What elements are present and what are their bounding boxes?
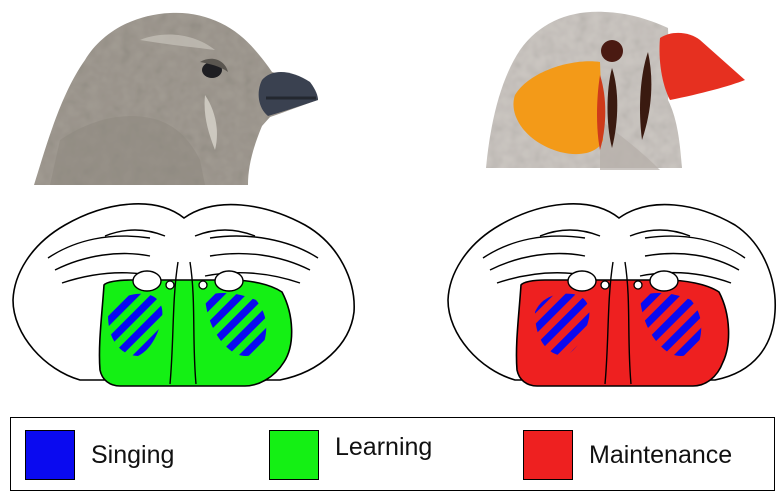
legend-label-maintenance: Maintenance [589,441,732,470]
ventricle-right [215,271,243,291]
adult-eye [601,40,623,62]
brain-section-right [448,204,775,386]
adult-beak [659,33,745,100]
brain-section-left [13,204,354,386]
legend: Singing Learning Maintenance [10,417,775,491]
legend-swatch-learning [269,430,319,480]
legend-item-maintenance: Maintenance [523,427,732,483]
ventricle-left [133,271,161,291]
legend-swatch-maintenance [523,430,573,480]
juvenile-beak [259,72,318,116]
legend-item-learning: Learning [269,427,432,483]
legend-label-learning: Learning [335,433,432,462]
adult-male-finch-head [486,12,745,170]
legend-swatch-singing [25,430,75,480]
legend-label-singing: Singing [91,441,174,470]
ventricle-left [568,271,596,291]
legend-item-singing: Singing [25,427,174,483]
juvenile-finch-head [34,13,318,185]
ventricle-right [650,271,678,291]
